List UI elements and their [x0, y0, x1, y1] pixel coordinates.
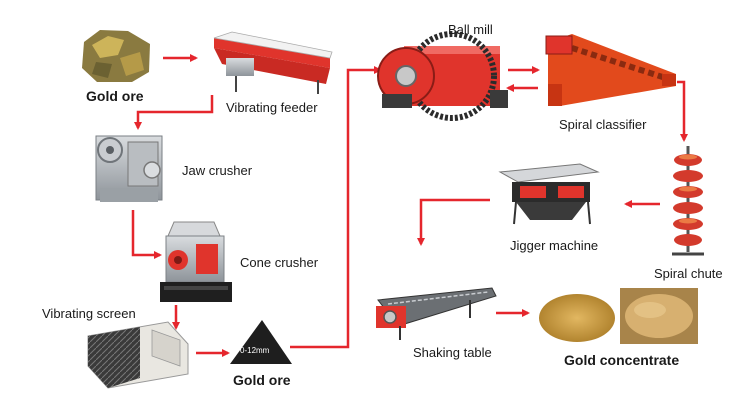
label-vibrating-feeder: Vibrating feeder — [226, 100, 318, 115]
spiral-chute-icon — [672, 146, 704, 256]
label-spiral-classifier: Spiral classifier — [559, 117, 647, 132]
label-spiral-chute: Spiral chute — [654, 266, 723, 281]
edge-jigger-to-shaking-table — [417, 198, 490, 246]
ore-pile-triangle-icon — [230, 320, 292, 364]
jigger-machine-icon — [498, 163, 600, 225]
spiral-classifier-icon — [545, 34, 676, 106]
jaw-crusher-icon — [95, 135, 163, 202]
label-ore-size: 0-12mm — [240, 346, 270, 355]
label-gold-ore-sized: Gold ore — [233, 372, 291, 388]
label-gold-concentrate: Gold concentrate — [564, 352, 680, 368]
label-vibrating-screen: Vibrating screen — [42, 306, 136, 321]
ball-mill-icon — [377, 31, 508, 121]
edge-classifier-to-spiral-chute — [677, 80, 688, 142]
label-jaw-crusher: Jaw crusher — [182, 163, 253, 178]
flow-arrows — [131, 54, 688, 357]
edge-feeder-to-jaw-crusher — [134, 95, 214, 130]
shaking-table-icon — [376, 287, 497, 340]
edge-gold-ore-to-ball-mill — [290, 66, 382, 349]
label-jigger-machine: Jigger machine — [510, 238, 599, 253]
gold-concentrate-icon — [538, 288, 698, 344]
vibrating-screen-icon — [87, 321, 189, 389]
edge-jaw-to-cone-crusher — [131, 210, 162, 259]
label-shaking-table: Shaking table — [413, 345, 492, 360]
label-gold-ore-input: Gold ore — [86, 88, 144, 104]
label-cone-crusher: Cone crusher — [240, 255, 319, 270]
cone-crusher-icon — [160, 221, 232, 302]
gold-ore-rock-icon — [80, 28, 152, 83]
vibrating-feeder-icon — [213, 31, 333, 94]
label-ball-mill: Ball mill — [448, 22, 493, 37]
